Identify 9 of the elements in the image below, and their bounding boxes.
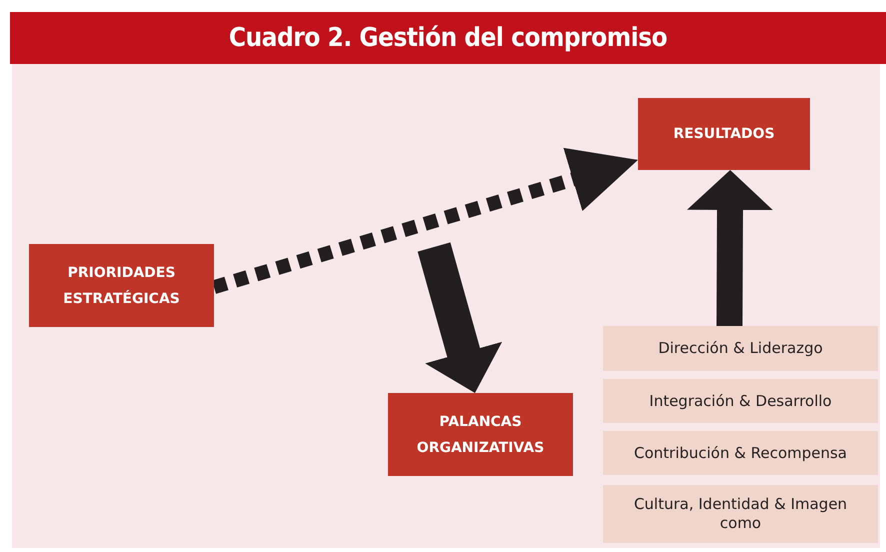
process-box: RESULTADOS xyxy=(638,98,810,170)
list-box: Integración & Desarrollo xyxy=(603,379,878,423)
arrow xyxy=(687,170,774,326)
process-box: PRIORIDADES ESTRATÉGICAS xyxy=(29,244,214,327)
process-box: PALANCAS ORGANIZATIVAS xyxy=(388,393,573,476)
list-box: Cultura, Identidad & Imagen como xyxy=(603,485,878,543)
list-box: Dirección & Liderazgo xyxy=(603,326,878,371)
title-banner: Cuadro 2. Gestión del compromiso xyxy=(10,12,886,64)
list-box: Contribución & Recompensa xyxy=(603,431,878,475)
